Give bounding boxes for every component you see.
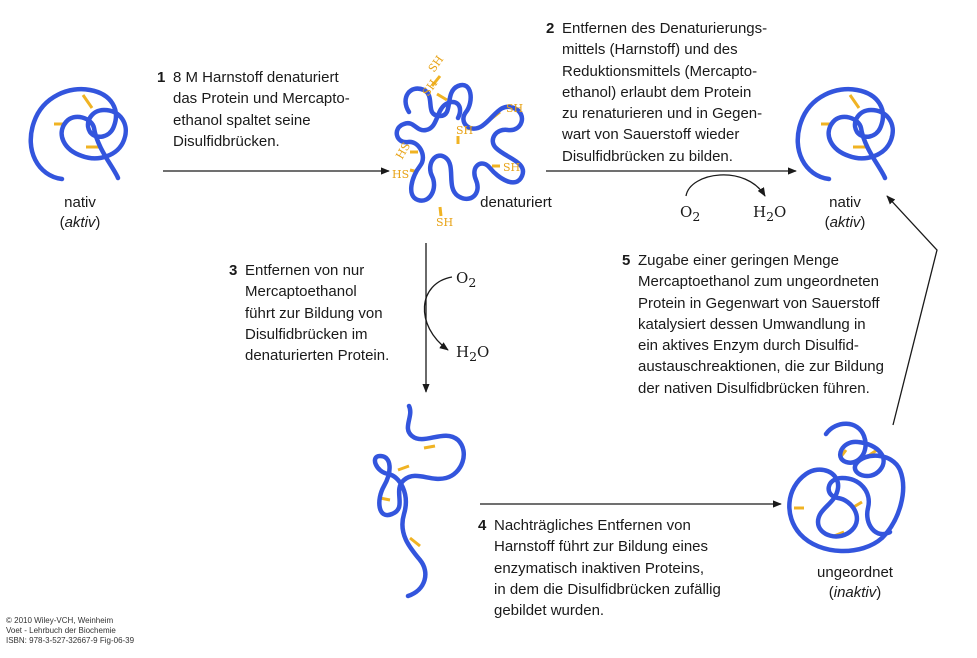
oxygen-top-h2o: H2O	[753, 203, 787, 224]
step-5-line: katalysiert dessen Umwandlung in	[638, 315, 866, 333]
random-bridged-protein	[372, 403, 466, 599]
native-right-name: nativ	[829, 194, 861, 211]
arrow-oxygen-top	[685, 174, 766, 197]
sulfhydryl-label: SH	[426, 53, 446, 74]
step-5-line: ein aktives Enzym durch Disulfid-	[638, 337, 859, 355]
native-right-state: aktiv	[829, 214, 861, 231]
step-2-text: 2 Entfernen des Denaturierungs- mittels …	[546, 18, 768, 167]
denatured-protein: SH SH SH SH SH HS HS SH	[392, 53, 526, 229]
step-2-line: Reduktionsmittels (Mercapto-	[562, 62, 758, 80]
step-2-line: zu renaturieren und in Gegen-	[562, 105, 763, 123]
sulfhydryl-label: SH	[506, 102, 523, 115]
copyright-line: Voet - Lehrbuch der Biochemie	[6, 626, 116, 635]
step-5-line: Mercaptoethanol zum ungeordneten	[638, 273, 879, 291]
step-5-number: 5	[622, 252, 631, 269]
step-3-line: führt zur Bildung von	[245, 304, 383, 322]
step-5-line: der nativen Disulfidbrücken führen.	[638, 379, 870, 397]
arrow-oxygen-mid	[423, 276, 453, 351]
copyright-line: ISBN: 978-3-527-32667-9 Fig-06-39	[6, 636, 135, 645]
step-3-line: denaturierten Protein.	[245, 347, 390, 365]
sulfhydryl-label: SH	[456, 124, 473, 137]
sulfhydryl-label: SH	[436, 216, 453, 229]
native-protein-right	[795, 86, 895, 182]
step-1-line: ethanol spaltet seine	[173, 111, 311, 129]
step-5-line: Zugabe einer geringen Menge	[638, 252, 839, 269]
oxygen-mid-o2: O2	[456, 269, 477, 290]
step-5-line: Protein in Gegenwart von Sauerstoff	[638, 294, 880, 312]
step-2-line: Entfernen des Denaturierungs-	[562, 20, 768, 37]
step-1-line: das Protein und Mercapto-	[173, 90, 350, 108]
native-left-label: nativ (aktiv)	[37, 193, 123, 233]
step-4-text: 4 Nachträgliches Entfernen von Harnstoff…	[478, 515, 721, 621]
native-left-name: nativ	[64, 194, 96, 211]
disordered-state: inaktiv	[833, 584, 877, 601]
sulfhydryl-label: SH	[503, 161, 520, 174]
step-2-line: wart von Sauerstoff wieder	[562, 126, 740, 144]
step-1-text: 1 8 M Harnstoff denaturiert das Protein …	[157, 67, 350, 152]
step-2-number: 2	[546, 20, 555, 37]
denatured-label: denaturiert	[480, 194, 552, 211]
oxygen-mid-h2o: H2O	[456, 343, 490, 364]
step-2-line: ethanol) erlaubt dem Protein	[562, 83, 752, 101]
disordered-label: ungeordnet (inaktiv)	[800, 563, 910, 603]
step-1-number: 1	[157, 69, 166, 86]
step-4-line: Harnstoff führt zur Bildung eines	[494, 538, 709, 556]
step-3-line: Mercaptoethanol	[245, 283, 357, 301]
native-left-state: aktiv	[64, 214, 96, 231]
sulfhydryl-label: HS	[392, 168, 409, 181]
step-4-line: enzymatisch inaktiven Proteins,	[494, 559, 705, 577]
step-2-line: mittels (Harnstoff) und des	[562, 41, 738, 59]
copyright-line: © 2010 Wiley-VCH, Weinheim	[6, 616, 114, 625]
step-3-line: Disulfidbrücken im	[245, 325, 368, 343]
step-5-text: 5 Zugabe einer geringen Menge Mercaptoet…	[622, 250, 884, 399]
step-4-line: Nachträgliches Entfernen von	[494, 517, 691, 534]
step-5-line: austauschreaktionen, die zur Bildung	[638, 358, 884, 376]
step-4-line: in dem die Disulfidbrücken zufällig	[494, 580, 721, 598]
step-1-line: 8 M Harnstoff denaturiert	[173, 69, 339, 86]
disordered-protein	[787, 421, 906, 554]
step-4-line: gebildet wurden.	[494, 602, 605, 620]
copyright-notice: © 2010 Wiley-VCH, Weinheim Voet - Lehrbu…	[6, 616, 134, 646]
step-3-text: 3 Entfernen von nur Mercaptoethanol führ…	[229, 260, 390, 366]
disordered-name: ungeordnet	[817, 564, 893, 581]
step-3-number: 3	[229, 262, 238, 279]
step-2-line: Disulfidbrücken zu bilden.	[562, 147, 733, 165]
step-4-number: 4	[478, 517, 487, 534]
oxygen-top-o2: O2	[680, 203, 701, 224]
native-right-label: nativ (aktiv)	[802, 193, 888, 233]
native-protein-left	[28, 86, 128, 182]
step-1-line: Disulfidbrücken.	[173, 132, 280, 150]
arrow-step-5	[886, 195, 938, 426]
reaction-arrows	[163, 167, 938, 508]
step-3-line: Entfernen von nur	[245, 262, 365, 279]
